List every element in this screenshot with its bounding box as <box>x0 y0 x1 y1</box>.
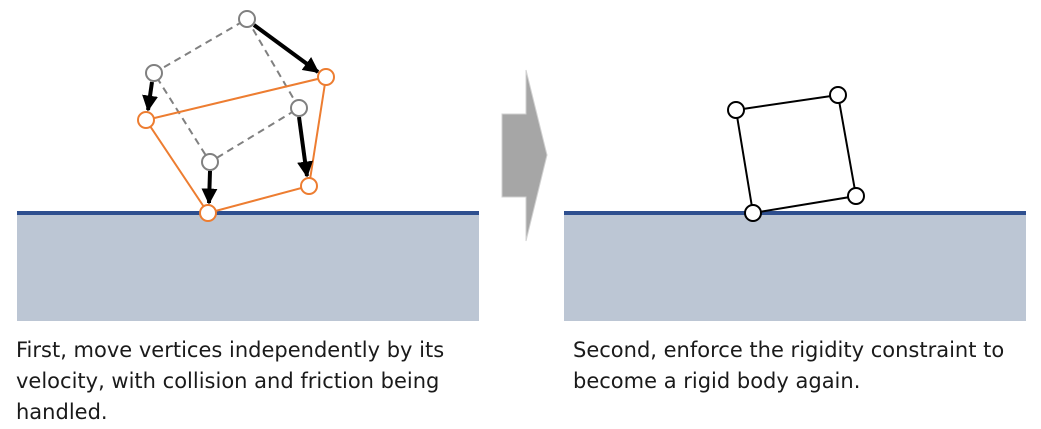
velocity-arrow-left <box>142 81 158 112</box>
moved-vertex <box>317 68 335 86</box>
transition-arrow <box>501 69 548 242</box>
moved-quadrilateral <box>144 75 328 215</box>
velocity-arrow-bottom <box>201 170 218 205</box>
velocity-arrow-top <box>252 23 320 74</box>
initial-vertex <box>290 99 308 117</box>
velocity-arrow-right <box>297 116 313 178</box>
initial-vertex <box>201 153 219 171</box>
rigid-vertex <box>727 101 745 119</box>
initial-vertex <box>238 10 256 28</box>
moved-vertex <box>137 111 155 129</box>
initial-vertex <box>145 64 163 82</box>
moved-vertex <box>300 177 318 195</box>
ground-left <box>17 213 479 321</box>
caption-second-step: Second, enforce the rigidity constraint … <box>573 338 1005 393</box>
caption-first-step: First, move vertices independently by it… <box>16 338 445 424</box>
rigid-square <box>734 93 858 215</box>
left-panel <box>17 10 479 321</box>
ground-right <box>564 213 1026 321</box>
right-panel <box>564 86 1026 321</box>
rigid-vertex <box>744 204 762 222</box>
rigid-vertex <box>847 187 865 205</box>
moved-vertex <box>199 204 217 222</box>
rigid-vertex <box>829 86 847 104</box>
